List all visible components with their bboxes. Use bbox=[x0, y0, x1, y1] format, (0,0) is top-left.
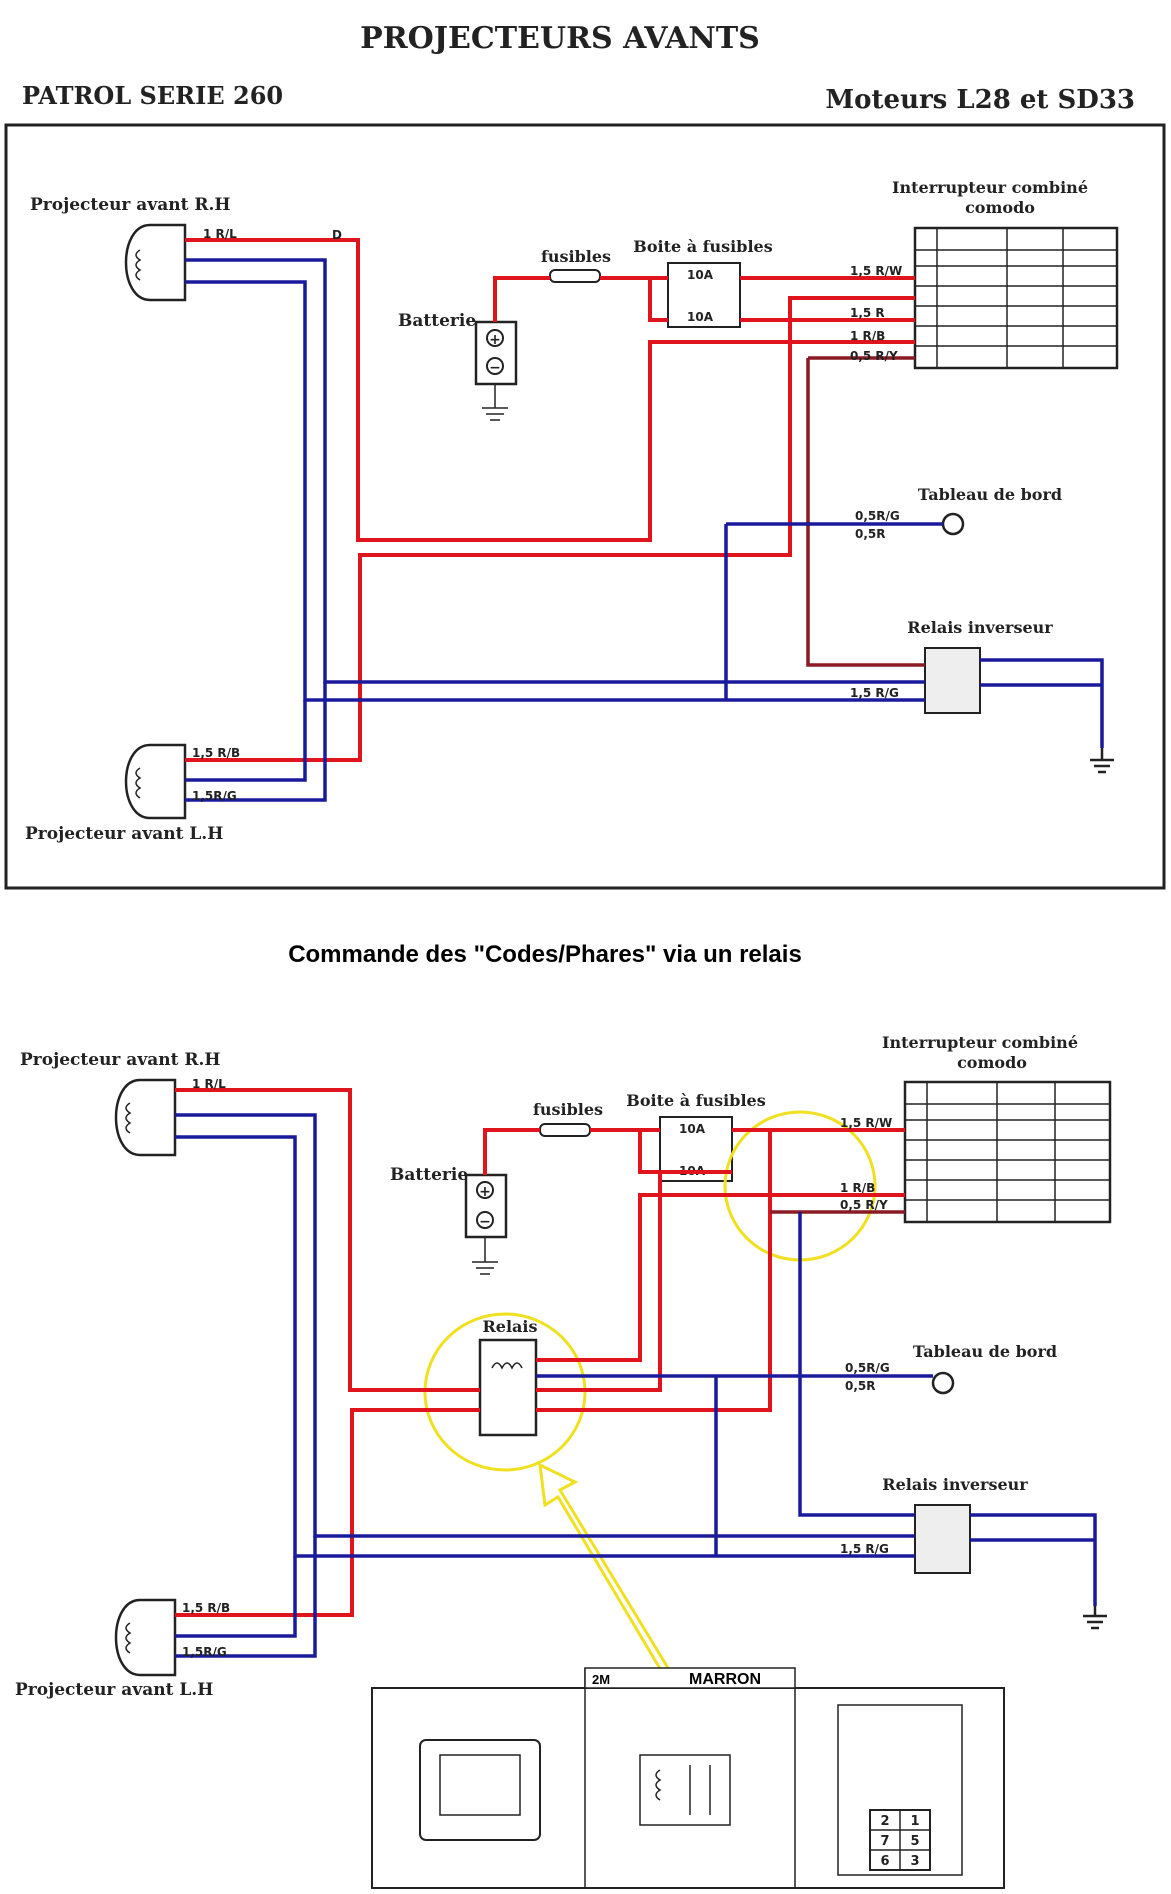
label-comodo-top-2: comodo bbox=[965, 198, 1035, 217]
code-t2-bottom: 0,5R bbox=[845, 1379, 876, 1393]
svg-text:+: + bbox=[479, 1184, 491, 1200]
fusebox-bottom bbox=[659, 1116, 733, 1182]
top-diagram-frame bbox=[4, 123, 1166, 890]
relay-socket-diagram: 2 1 7 5 6 3 bbox=[837, 1704, 963, 1876]
code-c5-top: 0,5 R/Y bbox=[850, 349, 898, 363]
headlamp-lh-bottom bbox=[114, 1598, 177, 1677]
blue-wires-bottom bbox=[175, 1113, 1107, 1658]
blue-wires-top bbox=[185, 258, 1114, 802]
label-relais: Relais bbox=[482, 1317, 537, 1336]
page-title: PROJECTEURS AVANTS bbox=[360, 21, 760, 56]
relay-reference-panel bbox=[371, 1687, 1005, 1889]
code-d-top: D bbox=[332, 228, 342, 242]
code-c3-top: 1,5 R bbox=[850, 306, 885, 320]
label-relais-inv-top: Relais inverseur bbox=[907, 618, 1053, 637]
label-rh-top: Projecteur avant R.H bbox=[30, 195, 230, 215]
switch-table-bottom bbox=[903, 1080, 1112, 1224]
svg-text:10A: 10A bbox=[679, 1122, 706, 1136]
svg-text:1: 1 bbox=[910, 1814, 919, 1829]
svg-text:6: 6 bbox=[880, 1854, 889, 1869]
switch-table-top bbox=[913, 226, 1119, 370]
label-boite-bottom: Boite à fusibles bbox=[626, 1091, 765, 1110]
svg-text:−: − bbox=[479, 1214, 491, 1230]
svg-text:10A: 10A bbox=[687, 268, 714, 282]
label-comodo-top-1: Interrupteur combiné bbox=[892, 178, 1088, 197]
label-lh-top: Projecteur avant L.H bbox=[25, 824, 223, 844]
svg-text:5: 5 bbox=[910, 1834, 919, 1849]
code-r3-bottom: 1,5 R/G bbox=[840, 1542, 889, 1556]
battery-top: + − bbox=[474, 320, 518, 421]
label-batterie-bottom: Batterie bbox=[390, 1165, 468, 1185]
changeover-relay-top bbox=[924, 647, 981, 714]
engine-label: Moteurs L28 et SD33 bbox=[825, 85, 1135, 115]
headlamp-rh-bottom bbox=[114, 1078, 177, 1157]
relay-color: MARRON bbox=[689, 1671, 761, 1688]
label-comodo-bottom-2: comodo bbox=[957, 1053, 1027, 1072]
red-wires-top bbox=[185, 238, 915, 762]
relay-code: 2M bbox=[592, 1672, 610, 1687]
code-c4-bottom: 1 R/B bbox=[840, 1181, 875, 1195]
middle-caption: Commande des "Codes/Phares" via un relai… bbox=[288, 941, 802, 968]
highlight-arrow bbox=[538, 1462, 671, 1675]
inline-fuse-top bbox=[549, 269, 601, 283]
headlamp-lh-top bbox=[124, 743, 187, 820]
fusebox-top bbox=[667, 262, 741, 328]
headlamp-rh-top bbox=[124, 223, 187, 302]
code-t1-bottom: 0,5R/G bbox=[845, 1361, 890, 1375]
label-tableau-bottom: Tableau de bord bbox=[913, 1342, 1057, 1361]
dash-lamp-bottom bbox=[931, 1371, 955, 1395]
relay-code-header bbox=[584, 1667, 796, 1689]
red-wires-bottom bbox=[175, 1088, 905, 1617]
darkred-wires-top bbox=[806, 356, 925, 667]
code-c1-top: 1,5 R/W bbox=[850, 264, 902, 278]
relay-schematic bbox=[639, 1754, 731, 1826]
changeover-relay-bottom bbox=[914, 1504, 971, 1574]
code-w1-top: 1 R/L bbox=[203, 227, 237, 241]
svg-text:3: 3 bbox=[910, 1854, 919, 1869]
label-rh-bottom: Projecteur avant R.H bbox=[20, 1050, 220, 1070]
label-comodo-bottom-1: Interrupteur combiné bbox=[882, 1033, 1078, 1052]
label-boite-top: Boite à fusibles bbox=[633, 237, 772, 256]
label-batterie-top: Batterie bbox=[398, 311, 476, 331]
added-relay bbox=[478, 1338, 538, 1437]
dash-lamp-top bbox=[941, 512, 965, 536]
svg-text:10A: 10A bbox=[687, 310, 714, 324]
battery-bottom: + − bbox=[464, 1173, 508, 1275]
code-c4-top: 1 R/B bbox=[850, 329, 885, 343]
relay-coil-icon bbox=[491, 1362, 523, 1370]
label-tableau-top: Tableau de bord bbox=[918, 485, 1062, 504]
svg-text:7: 7 bbox=[880, 1834, 889, 1849]
label-fusibles-bottom: fusibles bbox=[533, 1100, 603, 1119]
code-w1-bottom: 1 R/L bbox=[192, 1077, 226, 1091]
svg-text:−: − bbox=[489, 360, 501, 376]
code-l1-top: 1,5 R/B bbox=[192, 746, 240, 760]
label-lh-bottom: Projecteur avant L.H bbox=[15, 1680, 213, 1700]
code-c1-bottom: 1,5 R/W bbox=[840, 1116, 892, 1130]
code-t2-top: 0,5R bbox=[855, 527, 886, 541]
code-l3-top: 1,5R/G bbox=[192, 789, 237, 803]
svg-text:+: + bbox=[489, 332, 501, 348]
label-fusibles-top: fusibles bbox=[541, 247, 611, 266]
vehicle-label: PATROL SERIE 260 bbox=[22, 81, 283, 110]
code-l3-bottom: 1,5R/G bbox=[182, 1645, 227, 1659]
code-c5-bottom: 0,5 R/Y bbox=[840, 1198, 888, 1212]
label-relais-inv-bottom: Relais inverseur bbox=[882, 1475, 1028, 1494]
svg-text:2: 2 bbox=[880, 1814, 889, 1829]
code-l1-bottom: 1,5 R/B bbox=[182, 1601, 230, 1615]
code-t1-top: 0,5R/G bbox=[855, 509, 900, 523]
relay-connector-sketch bbox=[419, 1739, 541, 1841]
code-r3-top: 1,5 R/G bbox=[850, 686, 899, 700]
inline-fuse-bottom bbox=[539, 1123, 591, 1137]
